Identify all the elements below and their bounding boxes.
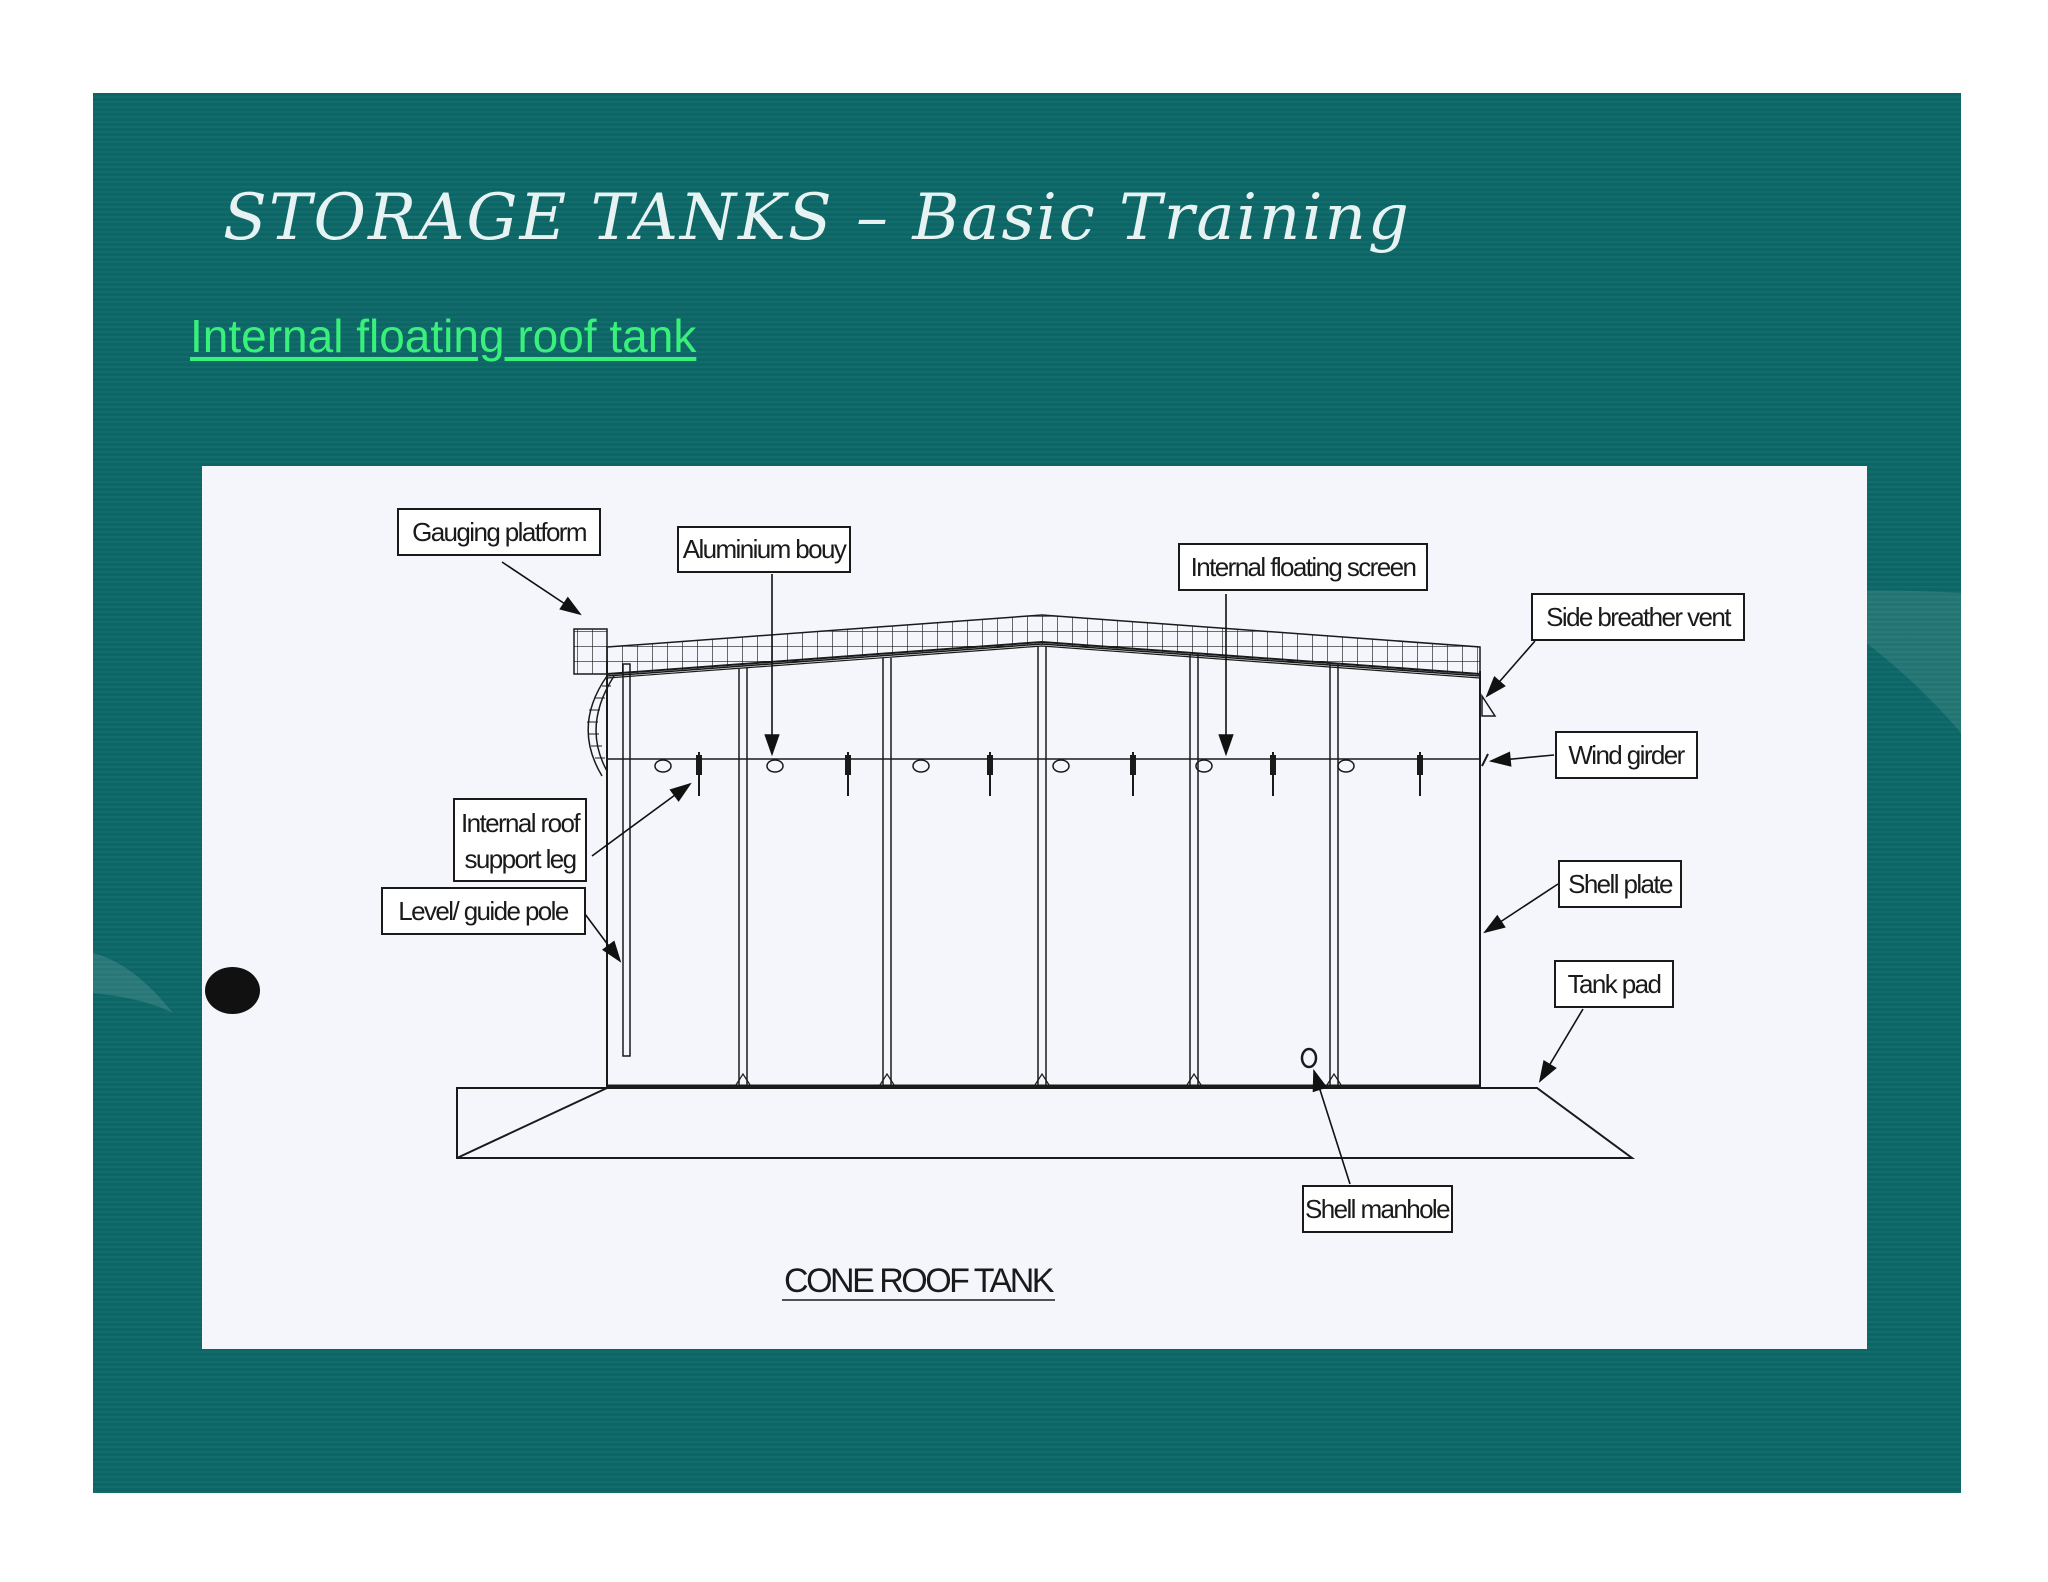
label-wind-girder: Wind girder	[1568, 740, 1685, 770]
slide-title: STORAGE TANKS – Basic Training	[223, 181, 1411, 255]
gauging-platform	[573, 628, 608, 675]
tank-structure	[456, 640, 1636, 1159]
shell-manhole	[1300, 1047, 1318, 1069]
label-box-wind-girder	[1555, 731, 1698, 779]
label-box-aluminium-bouy	[677, 526, 851, 573]
label-gauging-platform: Gauging platform	[412, 517, 586, 547]
label-side-breather-vent: Side breather vent	[1546, 602, 1732, 632]
label-internal-roof-support-leg-line-1: Internal roof	[461, 808, 581, 838]
tank-diagram-panel: Gauging platform Aluminium bouy Internal…	[202, 466, 1867, 1349]
arrow-gauging-platform	[501, 561, 582, 616]
label-internal-floating-screen: Internal floating screen	[1191, 552, 1416, 582]
label-level-guide-pole: Level/ guide pole	[398, 896, 569, 926]
label-box-side-breather-vent	[1531, 593, 1745, 641]
label-shell-manhole: Shell manhole	[1305, 1194, 1450, 1224]
label-tank-pad: Tank pad	[1568, 969, 1661, 999]
arrow-wind-girder	[1488, 751, 1555, 767]
slide-subtitle-link[interactable]: Internal floating roof tank	[190, 310, 697, 362]
spiral-stairway	[587, 675, 608, 777]
slide: STORAGE TANKS – Basic Training Internal …	[93, 93, 1961, 1493]
arrow-side-breather-vent	[1485, 640, 1536, 698]
arrow-shell-plate	[1483, 883, 1559, 934]
internal-columns	[738, 646, 1339, 1088]
label-aluminium-bouy: Aluminium bouy	[683, 534, 847, 564]
arrow-level-guide-pole	[584, 913, 622, 963]
arrow-shell-manhole	[1312, 1068, 1351, 1185]
stair-treads	[587, 685, 611, 759]
arrow-tank-pad	[1538, 1008, 1584, 1083]
label-box-gauging-platform	[397, 508, 601, 556]
label-box-tank-pad	[1554, 960, 1674, 1008]
label-internal-roof-support-leg-line-2: support leg	[464, 844, 575, 874]
tank-diagram: Gauging platform Aluminium bouy Internal…	[381, 508, 1745, 1301]
label-box-level-guide-pole	[381, 887, 586, 935]
column-feet	[733, 1072, 1344, 1089]
aluminium-bouys	[654, 759, 1355, 773]
label-box-internal-floating-screen	[1178, 543, 1428, 591]
tank-pad-shape	[456, 1087, 1636, 1159]
roof-handrail	[606, 614, 1481, 677]
side-breather-vent	[1481, 693, 1497, 717]
arrow-internal-roof-support-leg	[591, 782, 692, 857]
roof-support-legs	[696, 752, 1423, 796]
label-shell-plate: Shell plate	[1568, 869, 1673, 899]
diagram-caption: CONE ROOF TANK	[784, 1262, 1055, 1300]
hole-punch-mark	[205, 967, 260, 1014]
label-box-shell-manhole	[1302, 1185, 1453, 1233]
level-guide-pole	[622, 663, 631, 1057]
label-box-shell-plate	[1558, 860, 1682, 908]
label-box-internal-roof-support-leg	[453, 798, 587, 882]
slide-decorative-swoosh	[93, 590, 1961, 1013]
